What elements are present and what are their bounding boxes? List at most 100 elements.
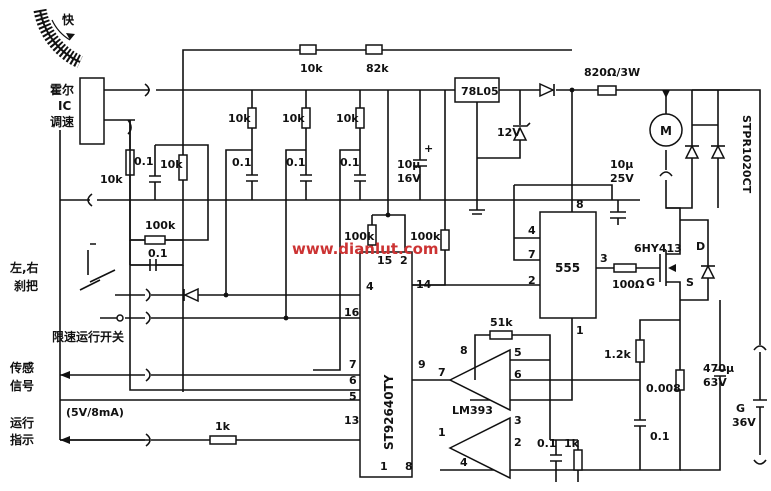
hall-label-2: IC: [58, 99, 71, 113]
shunt-label: 0.008: [646, 382, 681, 395]
brake-label-2: 刹把: [14, 278, 38, 293]
pin-6: 6: [349, 374, 357, 387]
battery-label-2: 36V: [732, 416, 756, 429]
freewheel-diode-1: [684, 144, 700, 159]
cmp-pin-6: 6: [514, 368, 522, 381]
cmp-pin-5: 5: [514, 346, 522, 359]
hall-label-3: 调速: [50, 114, 74, 129]
regulator-78l05: [454, 77, 500, 103]
cap-470u: [680, 300, 726, 471]
sensor-label-2: 信号: [10, 378, 34, 393]
r-1k-b-label: 1k: [564, 437, 580, 450]
zener-label: 12V: [497, 126, 521, 139]
resistor-1k-b: [573, 449, 583, 471]
resistor-82k-top-label: 82k: [366, 62, 389, 75]
mosfet-6hy413: [659, 220, 681, 300]
run-spec-label: (5V/8mA): [66, 406, 124, 419]
t555-pin-2: 2: [528, 274, 536, 287]
ic-555-label: 555: [555, 261, 580, 275]
t555-pin-1: 1: [576, 324, 584, 337]
pin-7: 7: [349, 358, 357, 371]
r-1k-label: 1k: [215, 420, 231, 433]
ic-st92640ty: [359, 251, 413, 478]
cap-01-f: [550, 450, 562, 482]
regulator-label: 78L05: [461, 85, 499, 98]
resistor-10k-top: [299, 44, 317, 55]
r-51k-label: 51k: [490, 316, 513, 329]
pin-16: 16: [344, 306, 360, 319]
cap-01-a-label: 0.1: [134, 155, 154, 168]
svg-text:+: +: [424, 142, 433, 155]
stp-diode-label: STPR1020CT: [740, 115, 753, 194]
cap-10u-16v-label-1: 10μ: [397, 158, 420, 171]
r-100-label: 100Ω: [612, 278, 645, 291]
cmp-pin-2: 2: [514, 436, 522, 449]
run-label-1: 运行: [10, 415, 34, 430]
rc-column-2: [285, 90, 312, 318]
r-100k-a-label: 100k: [145, 219, 176, 232]
diode-brake: [183, 287, 199, 303]
cmp-pin-1: 1: [438, 426, 446, 439]
cap-0.1-left: [149, 145, 161, 200]
ic-main-label: ST92640TY: [382, 374, 396, 450]
speed-limit-label: 限速运行开关: [52, 329, 124, 344]
cap-01-f-label: 0.1: [537, 437, 557, 450]
comparator-b: [448, 416, 511, 480]
run-label-2: 指示: [10, 432, 34, 447]
cap-01-b-label: 0.1: [148, 247, 168, 260]
r-10k-left-label: 10k: [160, 158, 183, 171]
pullup-network: [371, 90, 406, 252]
source-label: S: [686, 276, 694, 289]
resistor-100-gate: [613, 263, 637, 273]
motor-label: M: [660, 124, 672, 138]
r-10k-c-label: 10k: [228, 112, 251, 125]
resistor-100k-left: [144, 235, 166, 245]
cmp-pin-4: 4: [460, 456, 468, 469]
t555-pin-7: 7: [528, 248, 536, 261]
r-10k-hall-label: 10k: [100, 173, 123, 186]
rc-column-1: [225, 90, 258, 295]
resistor-100k-b: [367, 224, 377, 246]
body-diode: [700, 264, 716, 279]
t555-pin-3: 3: [600, 252, 608, 265]
connector-hall-1: [144, 83, 150, 97]
t555-pin-4: 4: [528, 224, 536, 237]
brake-label-1: 左,右: [9, 260, 39, 275]
resistor-51k: [489, 330, 513, 340]
cap-10u-25v-label-2: 25V: [610, 172, 634, 185]
resistor-100k-c: [440, 229, 450, 251]
t555-pin-8: 8: [576, 198, 584, 211]
hall-label-1: 霍尔: [50, 82, 74, 97]
pin-1: 1: [380, 460, 388, 473]
fast-label: 快: [62, 12, 75, 27]
pin-8: 8: [405, 460, 413, 473]
cap-470-label-1: 470μ: [703, 362, 734, 375]
cap-10u-25v: [610, 200, 626, 225]
pin-4: 4: [366, 280, 374, 293]
cap-10u-16v: [413, 90, 427, 200]
r-100k-b-label: 100k: [344, 230, 375, 243]
resistor-10k-left: [178, 154, 188, 181]
resistor-1k-led: [209, 435, 237, 445]
battery-label-1: G: [736, 402, 745, 415]
comparator-a: [448, 348, 511, 412]
cap-10u-16v-label-2: 16V: [397, 172, 421, 185]
r-100k-c-label: 100k: [410, 230, 441, 243]
r-10k-d-label: 10k: [282, 112, 305, 125]
shunt-0008: [675, 369, 685, 391]
watermark-text: www.dianlut.com: [292, 240, 439, 258]
cap-0.1-low: [130, 259, 183, 271]
cmp-pin-3: 3: [514, 414, 522, 427]
brake-switch: [79, 243, 116, 291]
resistor-1-2k: [635, 339, 645, 363]
hall-ic-block: [79, 77, 105, 145]
pin-13: 13: [344, 414, 359, 427]
cmp-pin-8: 8: [460, 344, 468, 357]
connector-ground-1: [87, 193, 93, 207]
sensor-label-1: 传感: [9, 360, 34, 375]
resistor-10k-top-label: 10k: [300, 62, 323, 75]
zener-branch: [477, 90, 521, 159]
cap-01-e-label: 0.1: [340, 156, 360, 169]
pin-9: 9: [418, 358, 426, 371]
